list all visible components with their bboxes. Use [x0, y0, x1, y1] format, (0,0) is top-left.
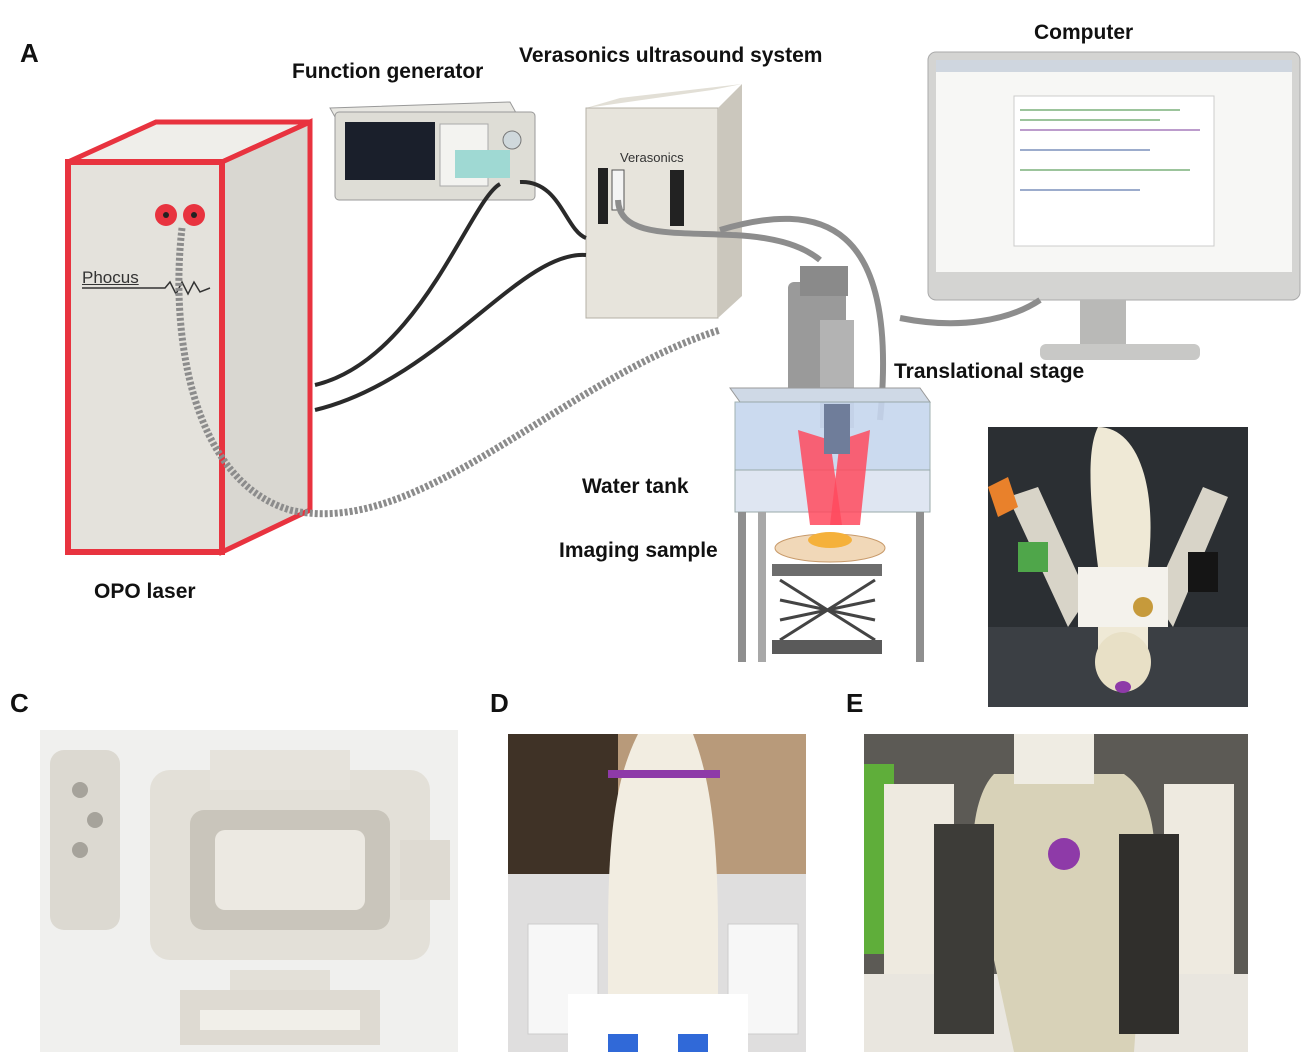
- label-verasonics-system: Verasonics ultrasound system: [519, 44, 823, 67]
- label-water-tank: Water tank: [582, 475, 689, 498]
- label-opo-laser: OPO laser: [94, 580, 196, 603]
- cables: [175, 179, 1042, 518]
- opo-laser-illustration: [65, 118, 313, 556]
- laser-brand-text: Phocus: [82, 268, 139, 287]
- computer-illustration: [927, 51, 1301, 360]
- panel-letter-e: E: [846, 688, 864, 718]
- function-generator-illustration: [329, 101, 536, 201]
- panel-letter-a: A: [20, 38, 39, 68]
- label-computer: Computer: [1034, 21, 1134, 44]
- imaging-sample-illustration: [772, 532, 886, 654]
- translational-stage-illustration: [788, 266, 854, 428]
- photo-c-holder-part: [40, 730, 458, 1052]
- verasonics-brand-text: Verasonics: [620, 150, 684, 165]
- label-imaging-sample: Imaging sample: [559, 539, 718, 562]
- photo-e-probe-top-view: [864, 734, 1248, 1052]
- water-tank-illustration: [729, 387, 931, 662]
- label-function-generator: Function generator: [292, 60, 484, 83]
- panel-letter-d: D: [490, 688, 509, 718]
- label-translational-stage: Translational stage: [894, 360, 1085, 383]
- setup-schematic: [65, 51, 1301, 662]
- panel-letter-c: C: [10, 688, 29, 718]
- photo-d-probe-in-holder: [508, 734, 806, 1052]
- verasonics-illustration: [585, 84, 742, 319]
- photo-b-probe-holder: [988, 427, 1248, 707]
